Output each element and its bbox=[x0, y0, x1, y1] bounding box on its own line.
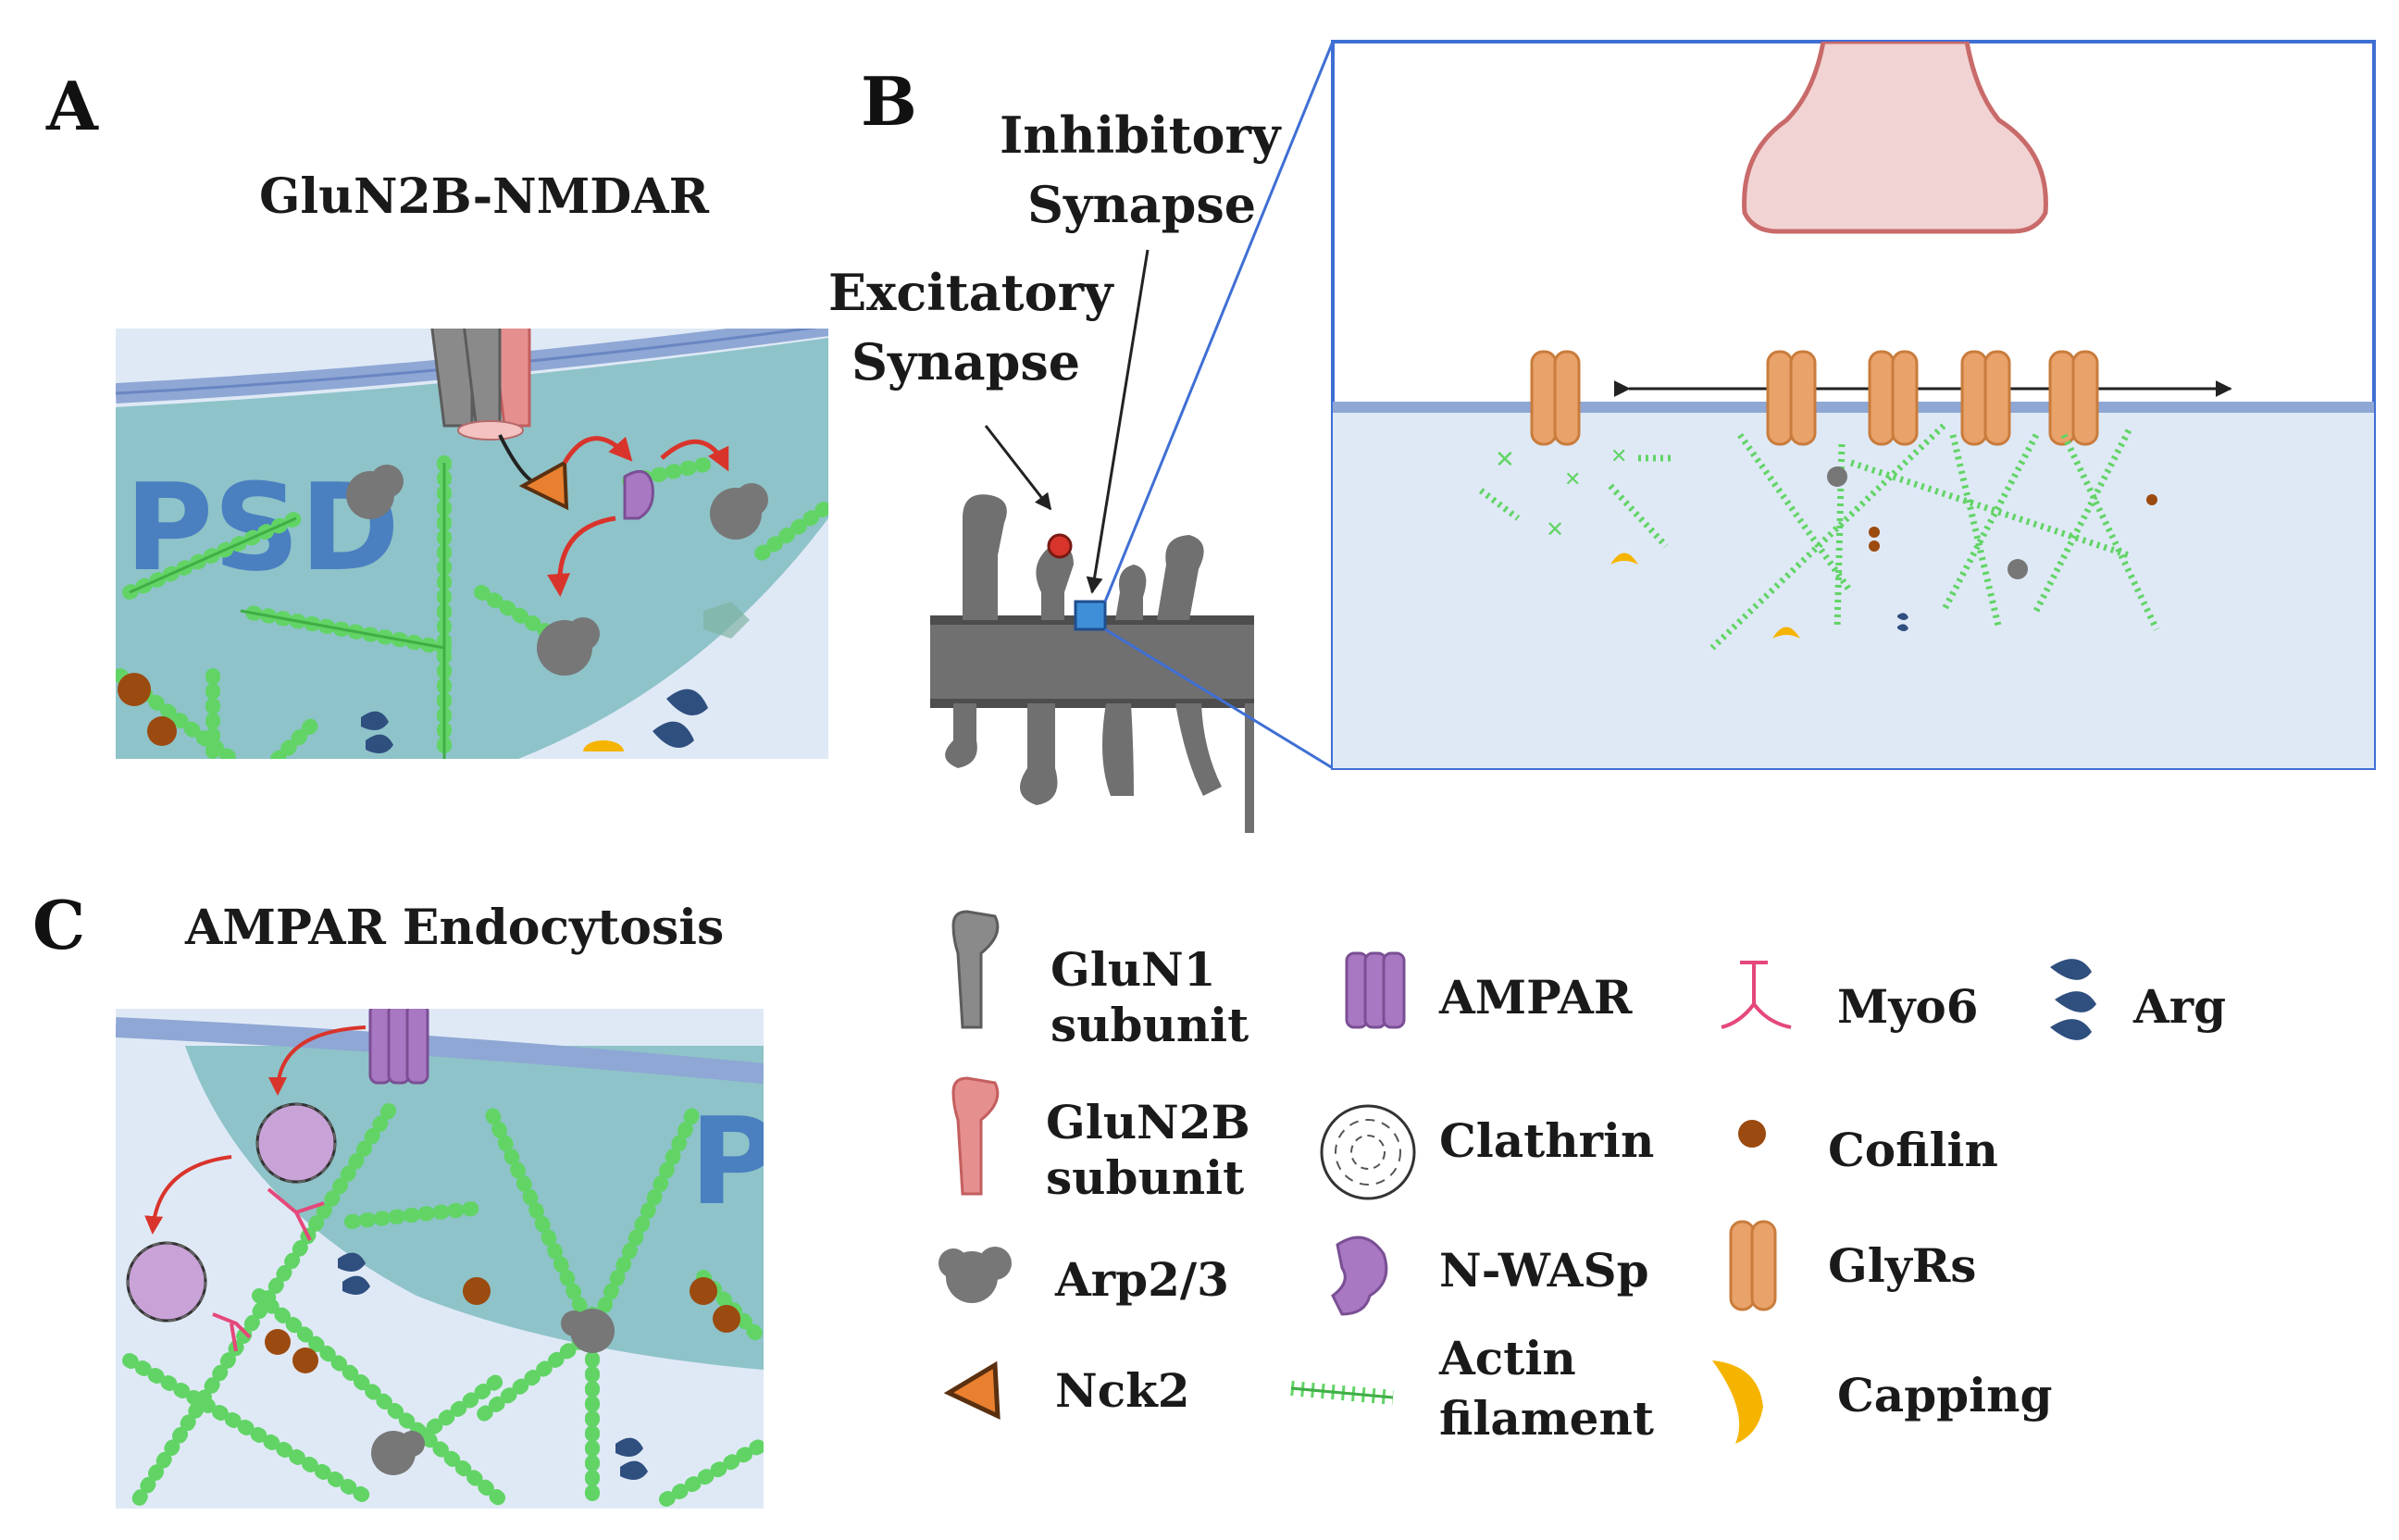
legend-cofilin: Cofilin bbox=[1828, 1123, 1998, 1177]
cofilin-dots bbox=[118, 673, 177, 746]
legend-arp23: Arp2/3 bbox=[1054, 1252, 1229, 1307]
presynaptic-terminal bbox=[1742, 42, 2048, 234]
psd-label-c: PS bbox=[690, 1091, 864, 1232]
panel-a: A GluN2B-NMDAR PSD bbox=[45, 67, 828, 759]
panel-c-letter: C bbox=[32, 886, 85, 964]
legend-nwasp: N-WASp bbox=[1439, 1243, 1649, 1298]
arp23-zoom bbox=[1827, 466, 2028, 579]
excitatory-label-line1: Excitatory bbox=[828, 263, 1114, 322]
ampar-icon bbox=[1345, 951, 1406, 1029]
legend-actin-line2: filament bbox=[1439, 1391, 1654, 1446]
svg-text:✕: ✕ bbox=[1495, 446, 1515, 474]
arg-zoom bbox=[1897, 613, 1908, 631]
nwasp-icon bbox=[1331, 1236, 1388, 1316]
cofilin-c bbox=[265, 1277, 740, 1373]
legend-glun2b-line1: GluN2B bbox=[1046, 1095, 1250, 1149]
panel-a-letter: A bbox=[45, 67, 99, 145]
arp23-icon bbox=[938, 1247, 1012, 1303]
nmdar-receptor bbox=[430, 329, 534, 483]
nck2 bbox=[518, 459, 569, 511]
capping-protein bbox=[583, 740, 624, 751]
cofilin-icon bbox=[1738, 1120, 1766, 1148]
arg-icon bbox=[2050, 959, 2096, 1040]
legend-myo6: Myo6 bbox=[1837, 979, 1979, 1034]
arp23-complexes bbox=[346, 465, 768, 676]
legend-glun1-line1: GluN1 bbox=[1050, 942, 1216, 997]
inhibitory-synapse-marker bbox=[1074, 600, 1107, 631]
panel-a-scene: PSD bbox=[116, 329, 828, 759]
ampar-receptor-c bbox=[368, 1009, 429, 1085]
arg-c bbox=[338, 1252, 648, 1480]
clathrin-icon bbox=[1320, 1104, 1416, 1200]
legend-nck2: Nck2 bbox=[1055, 1363, 1190, 1418]
legend-glun2b-line2: subunit bbox=[1046, 1150, 1244, 1205]
activation-arrows bbox=[547, 436, 729, 597]
legend-actin-line1: Actin bbox=[1438, 1331, 1576, 1385]
svg-text:✕: ✕ bbox=[1546, 516, 1564, 542]
panel-b-letter: B bbox=[861, 62, 917, 141]
actin-icon bbox=[1290, 1381, 1394, 1405]
psd-region bbox=[116, 338, 828, 759]
glyrs-icon bbox=[1729, 1220, 1777, 1311]
capping-zoom-2 bbox=[1772, 627, 1800, 639]
glun1-icon bbox=[951, 910, 1000, 1029]
myo6-motors bbox=[212, 1187, 325, 1352]
legend-ampar: AMPAR bbox=[1438, 970, 1633, 1025]
legend-glyrs: GlyRs bbox=[1828, 1238, 1976, 1293]
excitatory-synapse-marker bbox=[1047, 533, 1073, 559]
inhibitory-synapse-zoom: ✕ ✕ ✕ ✕ bbox=[1331, 40, 2376, 770]
arp23-c bbox=[371, 1309, 615, 1475]
nwasp bbox=[623, 469, 654, 520]
endocytosis-arrows bbox=[144, 1025, 367, 1235]
svg-text:✕: ✕ bbox=[1610, 445, 1627, 468]
capping-zoom-1 bbox=[1610, 553, 1638, 565]
inhibitory-label-line2: Synapse bbox=[1027, 175, 1256, 234]
legend-clathrin: Clathrin bbox=[1439, 1113, 1654, 1168]
inhibitory-pointer bbox=[1086, 249, 1150, 594]
excitatory-pointer bbox=[984, 425, 1052, 511]
panel-c-scene: PS bbox=[116, 1009, 864, 1509]
legend-capping: Capping bbox=[1837, 1368, 2052, 1422]
glun2b-icon bbox=[951, 1076, 1000, 1196]
legend-arg: Arg bbox=[2132, 979, 2226, 1034]
cofilin-zoom bbox=[1869, 494, 2157, 552]
inhibitory-label-line1: Inhibitory bbox=[1000, 106, 1282, 165]
excitatory-label-line2: Synapse bbox=[851, 332, 1080, 391]
clathrin-vesicles bbox=[126, 1102, 337, 1323]
panel-a-title: GluN2B-NMDAR bbox=[259, 168, 710, 225]
panel-c-title: AMPAR Endocytosis bbox=[184, 900, 724, 956]
svg-text:✕: ✕ bbox=[1564, 468, 1581, 491]
panel-b: B Inhibitory Synapse Excitatory Synapse bbox=[828, 40, 2376, 833]
arg-molecules bbox=[361, 689, 708, 753]
glyr-receptors bbox=[1530, 350, 2099, 446]
myo6-icon bbox=[1721, 961, 1792, 1029]
postsynaptic-cytoplasm bbox=[1333, 412, 2374, 768]
legend-glun1-line2: subunit bbox=[1050, 998, 1249, 1052]
panel-c: C AMPAR Endocytosis PS bbox=[32, 886, 864, 1509]
legend: GluN1 subunit GluN2B subunit Arp2/3 Nck2… bbox=[938, 910, 2226, 1446]
capping-icon bbox=[1712, 1360, 1763, 1444]
nck2-icon bbox=[943, 1360, 1001, 1421]
dendrite bbox=[930, 494, 1254, 833]
